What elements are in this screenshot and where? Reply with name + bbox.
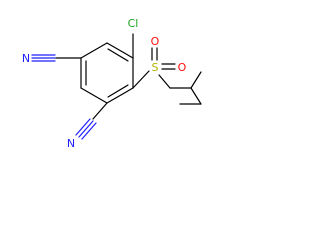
nitrile-bottom-triple-c bbox=[81, 122, 97, 140]
s-ch2-bond bbox=[158, 74, 171, 89]
oxygen-top-label: O bbox=[151, 35, 160, 48]
sulfur-label: S bbox=[152, 61, 159, 74]
ring-double-2 bbox=[107, 84, 129, 98]
benzene-ring bbox=[80, 42, 134, 104]
nitrile-bottom-triple-b bbox=[78, 120, 94, 138]
structure-canvas: Cl S O O N N bbox=[0, 0, 209, 159]
ch-ch2-bond bbox=[190, 87, 202, 105]
nitrogen-bottom-label: N bbox=[67, 137, 75, 150]
c-s-bond bbox=[132, 70, 150, 89]
molecule-structure: Cl S O O N N bbox=[22, 17, 202, 150]
c-cn-bottom-bond bbox=[92, 102, 108, 120]
nitrile-bottom-triple-a bbox=[75, 118, 91, 136]
ch-methyl-bond bbox=[190, 71, 202, 89]
ring-bond-4 bbox=[80, 87, 108, 104]
chlorine-label: Cl bbox=[128, 17, 139, 30]
nitrogen-top-label: N bbox=[22, 52, 30, 65]
alkyl-chain bbox=[158, 71, 202, 105]
ring-bond-6 bbox=[80, 42, 108, 59]
oxygen-right-label: O bbox=[178, 61, 187, 74]
ring-bond-1 bbox=[106, 42, 134, 59]
ring-double-1 bbox=[107, 48, 129, 62]
ring-bond-3 bbox=[106, 87, 134, 104]
